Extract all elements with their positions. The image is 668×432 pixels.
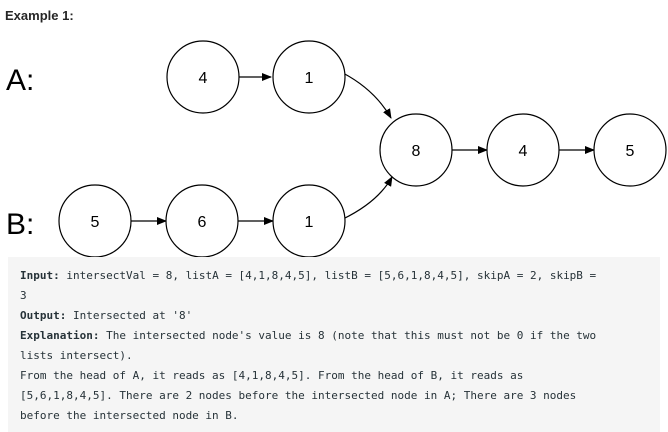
explanation-text-3: From the head of A, it reads as [4,1,8,4… <box>20 369 524 382</box>
node-a1-value: 4 <box>199 70 208 87</box>
node-a2-value: 1 <box>305 70 314 87</box>
node-b2-value: 6 <box>198 214 207 231</box>
explanation-line-5: before the intersected node in B. <box>20 406 660 426</box>
node-b3-value: 1 <box>305 214 314 231</box>
example-heading: Example 1: <box>5 8 74 23</box>
node-a2: 1 <box>272 40 346 114</box>
input-text-continued: 3 <box>20 289 27 302</box>
node-c2: 4 <box>486 113 560 187</box>
input-text: intersectVal = 8, listA = [4,1,8,4,5], l… <box>59 269 597 282</box>
explanation-text-5: before the intersected node in B. <box>20 409 239 422</box>
node-c3-value: 5 <box>626 143 635 160</box>
input-line-continued: 3 <box>20 286 660 306</box>
linked-list-diagram: A: B: 4 1 8 4 5 <box>6 40 667 257</box>
nodes: 4 1 8 4 5 5 6 1 <box>58 40 667 257</box>
node-b1: 5 <box>58 184 132 257</box>
output-label: Output: <box>20 309 67 322</box>
explanation-label: Explanation: <box>20 329 100 342</box>
node-c1-value: 8 <box>412 143 421 160</box>
node-c1: 8 <box>379 113 453 187</box>
explanation-text: The intersected node's value is 8 (note … <box>99 329 597 342</box>
node-b1-value: 5 <box>91 214 100 231</box>
output-text: Intersected at '8' <box>66 309 193 322</box>
list-b-label: B: <box>6 208 34 241</box>
node-c2-value: 4 <box>519 143 528 160</box>
example-code-block: Input: intersectVal = 8, listA = [4,1,8,… <box>8 257 660 432</box>
explanation-text-2: lists intersect). <box>20 349 133 362</box>
explanation-text-4: [5,6,1,8,4,5]. There are 2 nodes before … <box>20 389 577 402</box>
list-a-label: A: <box>6 64 34 97</box>
node-a1: 4 <box>166 40 240 114</box>
output-line: Output: Intersected at '8' <box>20 306 660 326</box>
explanation-line: Explanation: The intersected node's valu… <box>20 326 660 346</box>
input-label: Input: <box>20 269 60 282</box>
explanation-line-4: [5,6,1,8,4,5]. There are 2 nodes before … <box>20 386 660 406</box>
edge-b3-c1 <box>342 176 393 220</box>
input-line: Input: intersectVal = 8, listA = [4,1,8,… <box>20 266 660 286</box>
node-c3: 5 <box>593 113 667 187</box>
edge-a2-c1 <box>342 72 392 119</box>
node-b3: 1 <box>272 184 346 257</box>
explanation-line-2: lists intersect). <box>20 346 660 366</box>
node-b2: 6 <box>165 184 239 257</box>
edges <box>131 72 595 225</box>
explanation-line-3: From the head of A, it reads as [4,1,8,4… <box>20 366 660 386</box>
